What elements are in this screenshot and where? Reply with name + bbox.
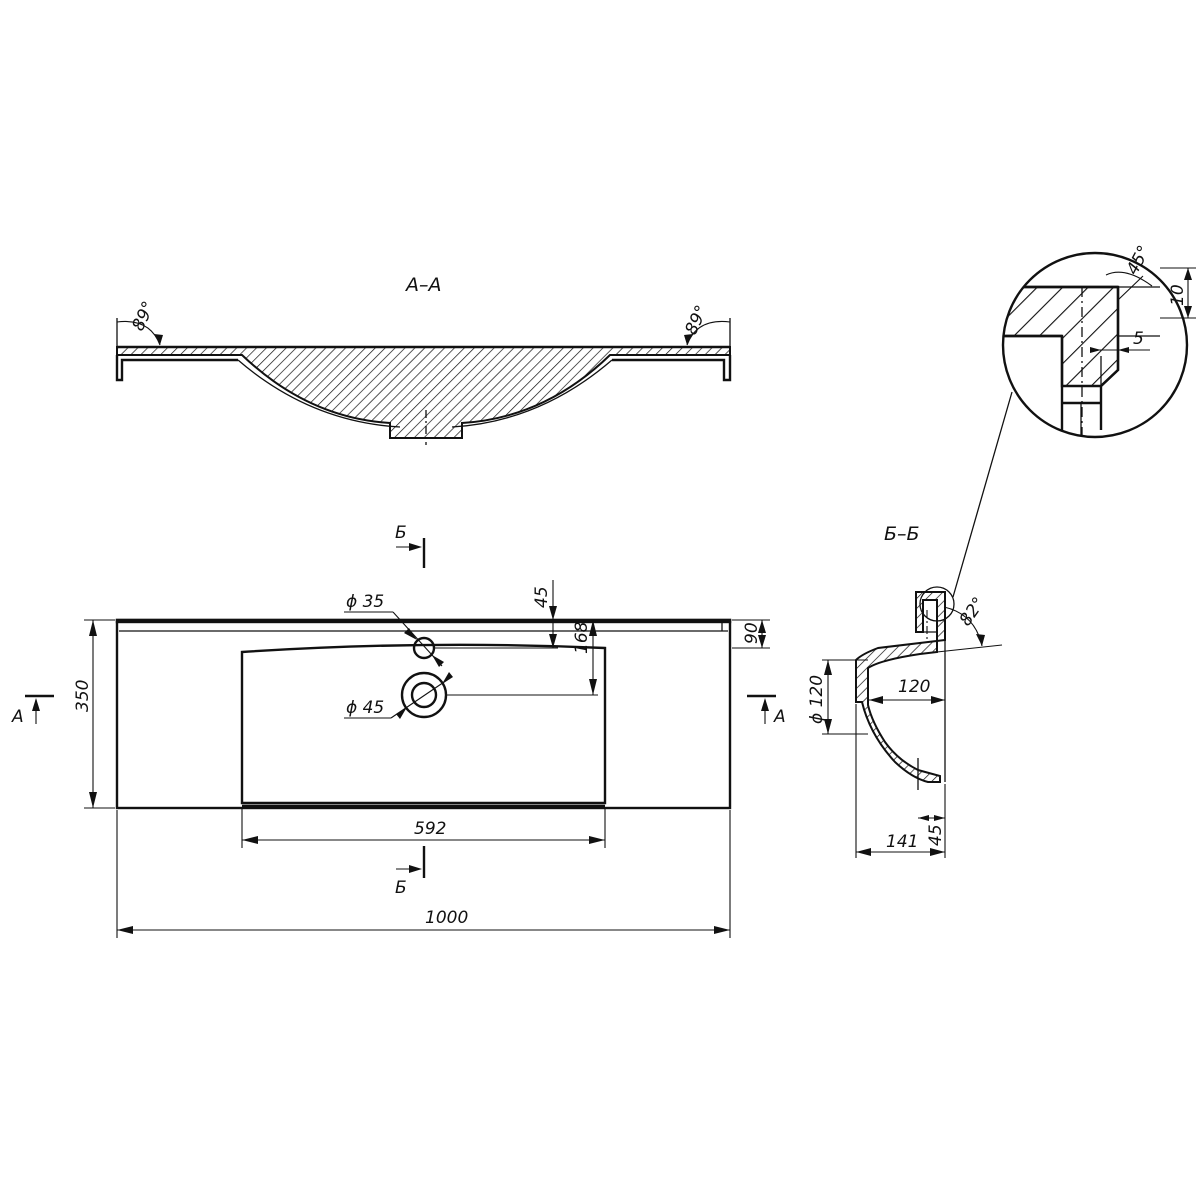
section-bottom-width: 45 xyxy=(926,824,946,846)
section-b-b-title: Б–Б xyxy=(884,523,920,545)
section-bowl-depth: 120 xyxy=(898,677,930,697)
drain-inner xyxy=(410,681,438,709)
cut-a-left-label: А xyxy=(11,707,24,727)
cut-a-right-label: А xyxy=(773,707,786,727)
section-a-a: А–А 89° 89° xyxy=(115,274,732,445)
section-drain-diameter: ϕ 120 xyxy=(807,675,827,724)
tap-hole xyxy=(412,636,436,660)
cut-b-bottom-label: Б xyxy=(395,878,407,898)
detail-marker xyxy=(919,586,955,622)
angle-left-label: 89° xyxy=(128,298,159,334)
section-b-b: Б–Б ϕ 120 120 45 141 82° xyxy=(807,391,1013,858)
bowl-width-dimension: 592 xyxy=(414,819,446,839)
drain-diameter-label: ϕ 45 xyxy=(346,698,384,718)
width-dimension: 1000 xyxy=(425,908,468,928)
tap-hole-offset-dimension: 45 xyxy=(532,586,552,608)
detail-step: 5 xyxy=(1133,329,1144,349)
cut-marker-a-right: А xyxy=(747,694,786,727)
tap-hole-diameter-label: ϕ 35 xyxy=(346,592,384,612)
section-total-height: 141 xyxy=(886,832,918,852)
cut-marker-a-left: А xyxy=(11,694,54,727)
detail-circle xyxy=(1001,251,1189,439)
sink-outline xyxy=(115,618,732,810)
cut-marker-b-top: Б xyxy=(395,523,426,568)
cut-b-top-label: Б xyxy=(395,523,407,543)
cut-marker-b-bottom: Б xyxy=(395,846,426,898)
bowl-outline xyxy=(240,643,607,805)
section-angle-label: 82° xyxy=(956,594,990,630)
angle-right-label: 89° xyxy=(681,302,712,338)
detail-thickness: 10 xyxy=(1168,284,1188,306)
section-a-a-title: А–А xyxy=(404,274,442,296)
detail-view: 10 45° 5 xyxy=(1001,242,1196,439)
depth-dimension: 350 xyxy=(73,680,93,712)
back-edge-offset-dimension: 90 xyxy=(742,622,762,644)
drain-offset-dimension: 168 xyxy=(572,621,592,654)
section-a-a-profile xyxy=(116,346,731,439)
top-view: 1000 592 350 90 45 168 xyxy=(11,523,786,938)
